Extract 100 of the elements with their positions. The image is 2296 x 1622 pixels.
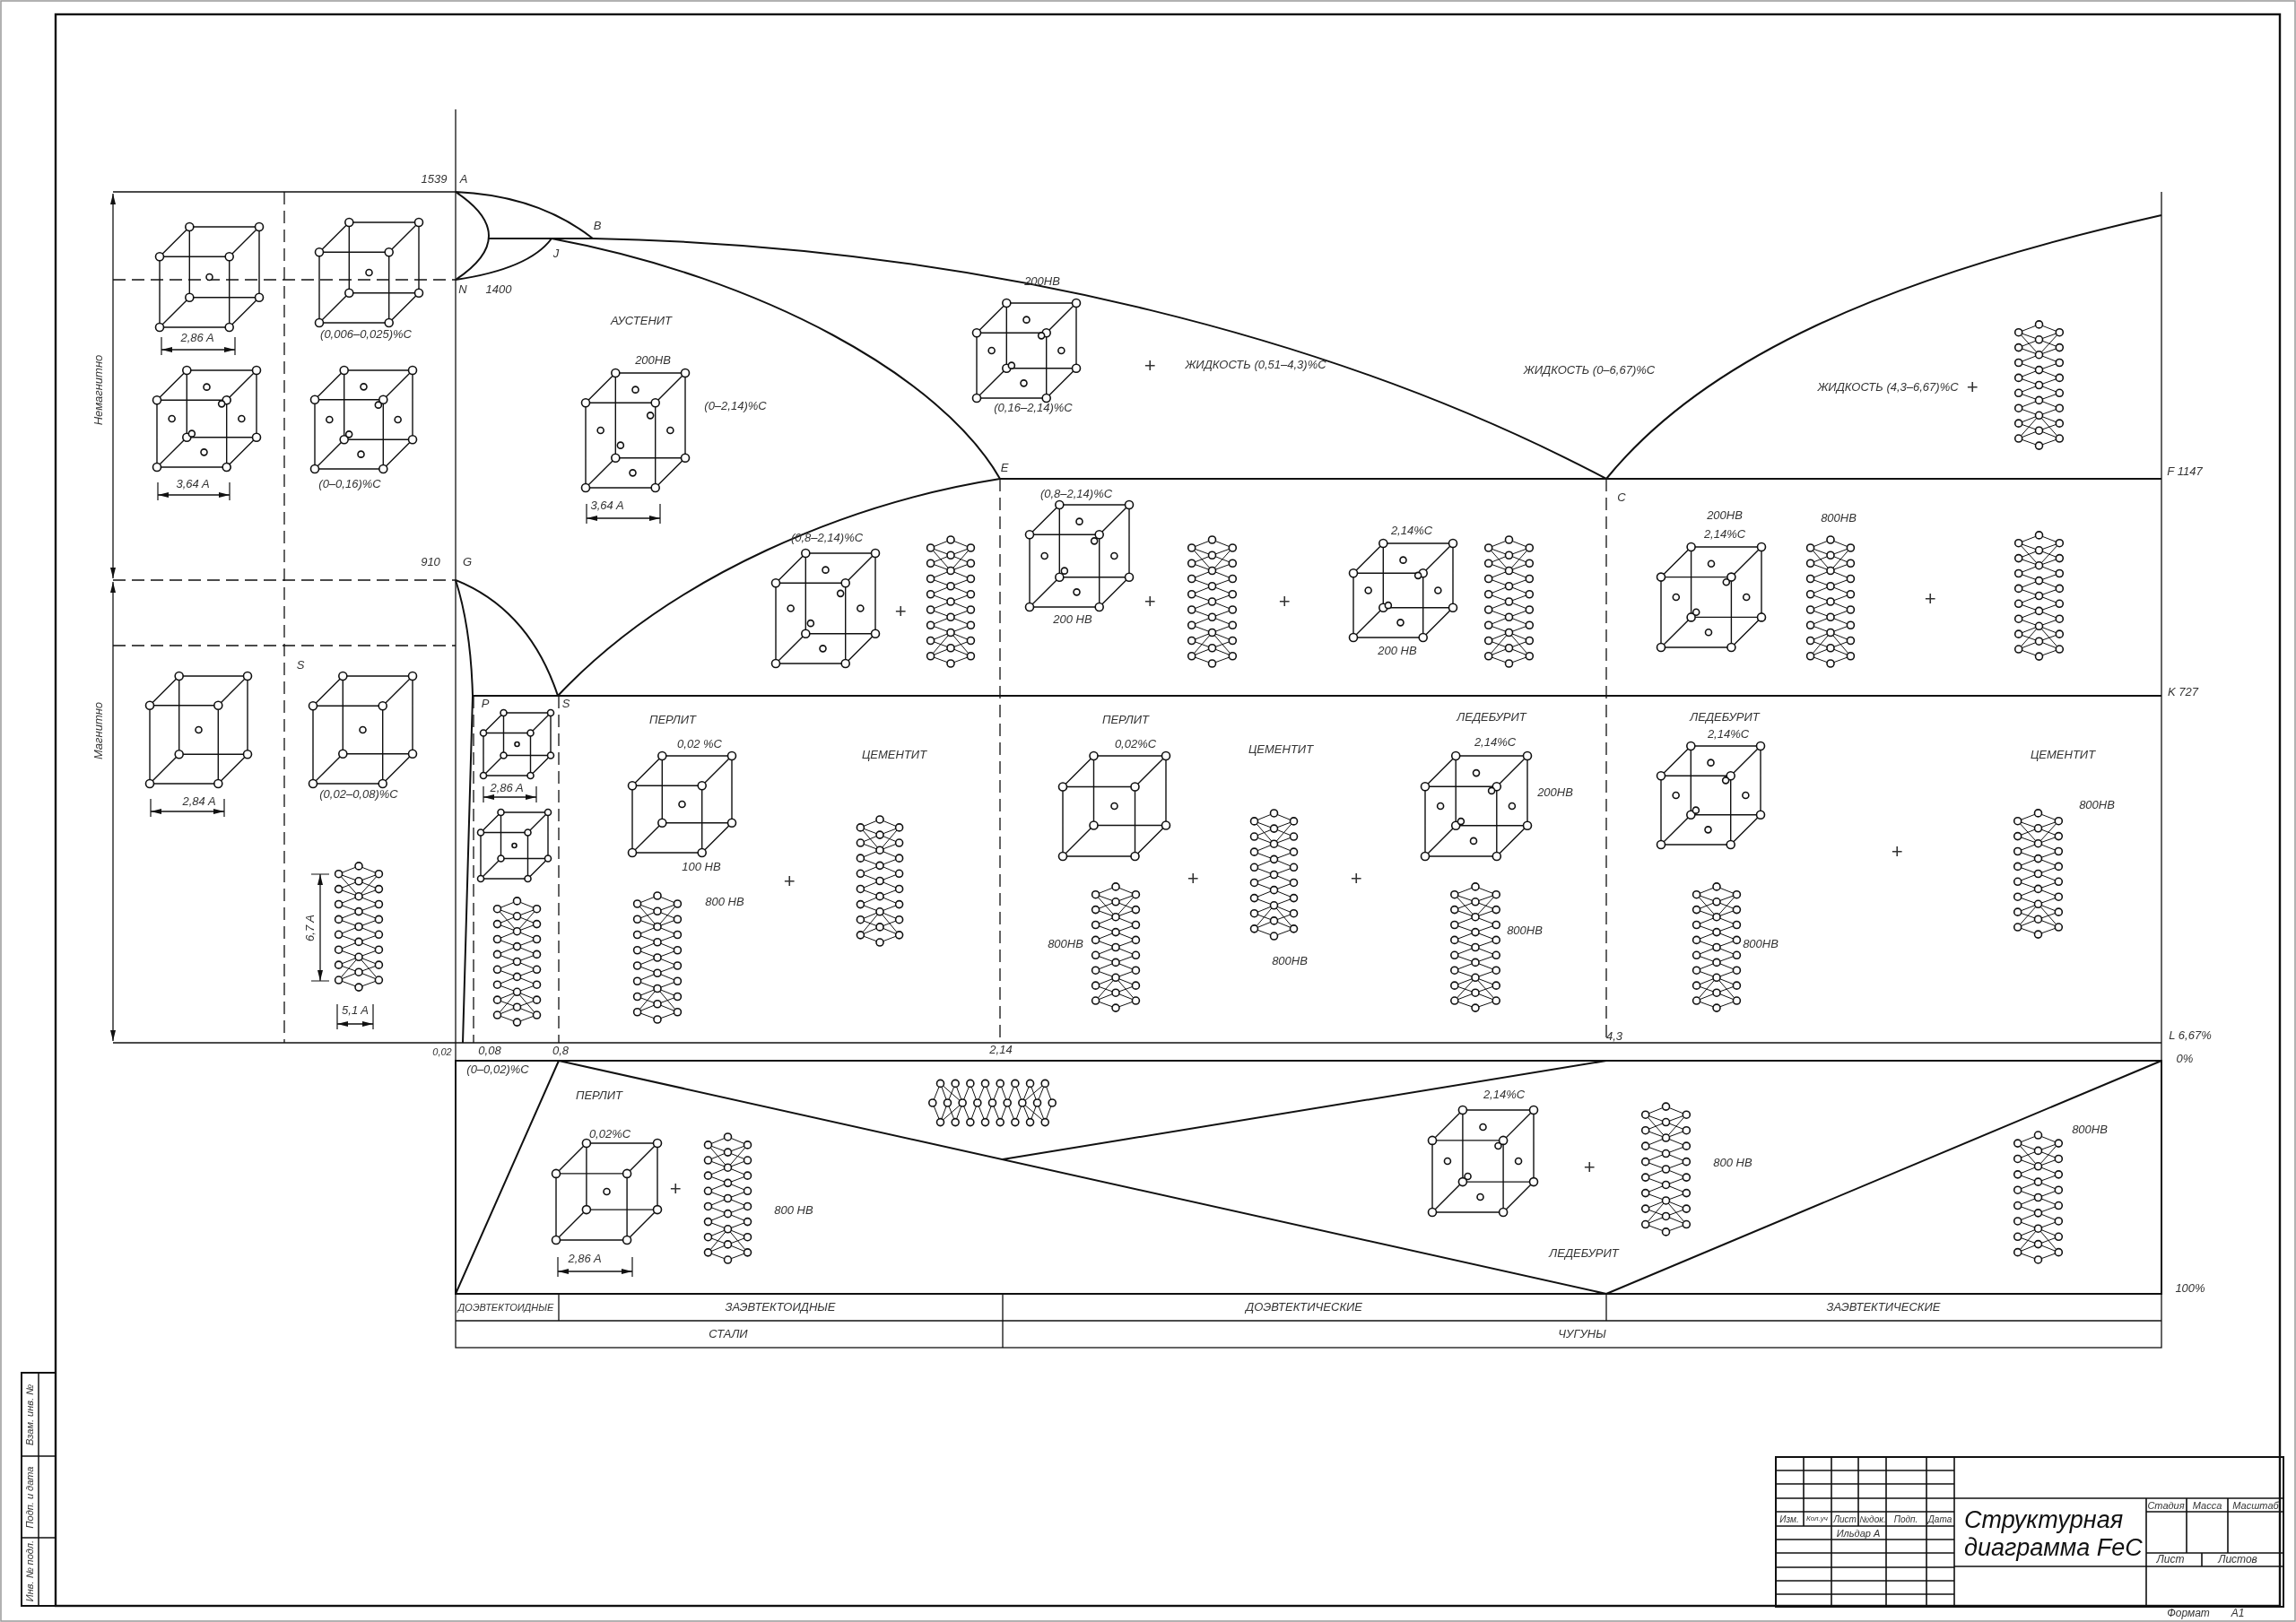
- diagram-label: 800НВ: [1048, 937, 1083, 951]
- diagram-label: +: [1278, 590, 1291, 613]
- diagram-label: 2,86 A: [180, 331, 214, 345]
- diagram-label: 800НВ: [1743, 937, 1779, 951]
- diagram-label: Немагнитно: [91, 354, 106, 426]
- diagram-label: ПЕРЛИТ: [649, 713, 696, 727]
- diagram-label: E: [1000, 461, 1009, 475]
- diagram-label: K 727: [2168, 685, 2198, 699]
- diagram-label: 200НВ: [1537, 785, 1573, 800]
- diagram-label: ЖИДКОСТЬ (0–6,67)%C: [1523, 363, 1656, 377]
- diagram-label: 5,1 A: [342, 1003, 369, 1018]
- diagram-label: 2,84 A: [182, 794, 216, 809]
- diagram-label: 800НВ: [1821, 511, 1857, 525]
- diagram-label: ЛЕДЕБУРИТ: [1457, 710, 1526, 724]
- diagram-label: 3,64 A: [176, 477, 210, 491]
- diagram-label: ЗАЭВТЕКТОИДНЫЕ: [725, 1300, 836, 1314]
- diagram-label: +: [783, 870, 796, 893]
- diagram-label: B: [593, 219, 602, 233]
- diagram-label: N: [458, 282, 467, 297]
- diagram-label: ЛЕДЕБУРИТ: [1549, 1246, 1619, 1261]
- diagram-label: 2,14%C: [1390, 524, 1433, 538]
- diagram-label: Масса: [2192, 1499, 2222, 1512]
- diagram-label: 2,14%C: [1474, 735, 1517, 750]
- diagram-label: 0,08: [478, 1044, 501, 1058]
- diagram-label: Подп. и дата: [23, 1466, 36, 1529]
- diagram-label: 0,02%C: [1114, 737, 1157, 751]
- diagram-label: 910: [421, 555, 440, 569]
- drawing-title: Структурная диаграмма FeC: [1964, 1506, 2144, 1563]
- diagram-label: (0,006–0,025)%C: [320, 327, 412, 342]
- diagram-label: (0,8–2,14)%C: [1039, 487, 1113, 501]
- diagram-label: ДОЭВТЕКТИЧЕСКИЕ: [1246, 1300, 1362, 1314]
- diagram-label: 2,14%C: [1703, 527, 1746, 542]
- diagram-label: Магнитно: [91, 701, 106, 760]
- diagram-label: 0%: [2176, 1052, 2194, 1066]
- diagram-label: +: [1144, 590, 1156, 613]
- diagram-label: +: [669, 1177, 682, 1201]
- diagram-label: ДОЭВТЕКТОИДНЫЕ: [457, 1301, 554, 1314]
- diagram-label: 0,02%C: [588, 1127, 631, 1141]
- diagram-label: ЗАЭВТЕКТИЧЕСКИЕ: [1826, 1300, 1941, 1314]
- diagram-label: (0–0,02)%C: [466, 1063, 529, 1077]
- diagram-label: ПЕРЛИТ: [1102, 713, 1149, 727]
- diagram-label: 800НВ: [2079, 798, 2115, 812]
- diagram-label: Кол.уч: [1806, 1514, 1828, 1523]
- diagram-label: Взам. инв. №: [23, 1384, 36, 1445]
- diagram-label: Ильдар А: [1836, 1527, 1881, 1540]
- diagram-label: Подп.: [1893, 1514, 1918, 1524]
- diagram-label: +: [1966, 376, 1979, 399]
- diagram-label: А1: [2231, 1608, 2245, 1620]
- diagram-label: Формат: [2167, 1608, 2210, 1620]
- diagram-label: 2,86 A: [568, 1252, 602, 1266]
- diagram-label: (0–0,16)%C: [318, 477, 381, 491]
- diagram-label: 6,7 A: [303, 915, 317, 941]
- diagram-label: P: [481, 697, 490, 711]
- diagram-label: ЧУГУНЫ: [1558, 1327, 1606, 1341]
- diagram-label: 0,02 %C: [677, 737, 722, 751]
- diagram-label: 100%: [2175, 1281, 2205, 1296]
- diagram-label: №док.: [1859, 1514, 1886, 1524]
- diagram-label: 800 НВ: [1713, 1156, 1752, 1170]
- diagram-label: 800НВ: [1507, 924, 1543, 938]
- diagram-label: ЖИДКОСТЬ (4,3–6,67)%C: [1817, 380, 1959, 395]
- diagram-label: Дата: [1927, 1514, 1952, 1524]
- diagram-label: 1539: [421, 172, 448, 186]
- diagram-label: J: [552, 247, 560, 261]
- diagram-label: ЛЕДЕБУРИТ: [1690, 710, 1760, 724]
- diagram-label: 2,14: [989, 1043, 1013, 1057]
- diagram-label: (0,16–2,14)%C: [994, 401, 1073, 415]
- diagram-label: 0,8: [552, 1044, 570, 1058]
- diagram-label: 2,86 A: [490, 781, 524, 795]
- diagram-label: +: [1924, 587, 1936, 611]
- diagram-label: АУСТЕНИТ: [611, 314, 672, 328]
- diagram-label: 800 НВ: [705, 895, 744, 909]
- diagram-label: Лист: [2156, 1554, 2185, 1566]
- diagram-label: Изм.: [1779, 1514, 1799, 1524]
- diagram-label: 0,02: [432, 1045, 452, 1058]
- diagram-label: +: [1144, 354, 1156, 377]
- diagram-label: Лист: [1833, 1514, 1857, 1524]
- diagram-label: 3,64 A: [590, 499, 624, 513]
- diagram-label: ЦЕМЕНТИТ: [861, 748, 927, 762]
- diagram-label: +: [1583, 1156, 1596, 1179]
- diagram-label: G: [462, 555, 473, 569]
- diagram-label: ПЕРЛИТ: [576, 1089, 622, 1103]
- diagram-label: C: [1617, 490, 1626, 505]
- diagram-label: 200НВ: [1024, 274, 1060, 289]
- diagram-label: 2,14%C: [1707, 727, 1750, 742]
- diagram-label: F 1147: [2167, 464, 2203, 479]
- diagram-label: 800 НВ: [774, 1203, 813, 1218]
- diagram-label: 200 НВ: [1053, 612, 1092, 627]
- diagram-label: S: [561, 697, 570, 711]
- diagram-label: ЦЕМЕНТИТ: [1248, 742, 1314, 757]
- diagram-label: +: [1187, 867, 1199, 890]
- diagram-label: СТАЛИ: [709, 1327, 748, 1341]
- diagram-label: 200 НВ: [1378, 644, 1417, 658]
- diagram-label: 4,3: [1605, 1029, 1623, 1044]
- diagram-label: ЖИДКОСТЬ (0,51–4,3)%C: [1185, 358, 1326, 372]
- diagram-label: 800НВ: [1272, 954, 1308, 968]
- diagram-label: 100 НВ: [682, 860, 721, 874]
- diagram-label: (0,8–2,14)%C: [790, 531, 864, 545]
- diagram-label: A: [459, 172, 468, 186]
- diagram-label: 800НВ: [2072, 1123, 2108, 1137]
- diagram-label: +: [894, 600, 907, 623]
